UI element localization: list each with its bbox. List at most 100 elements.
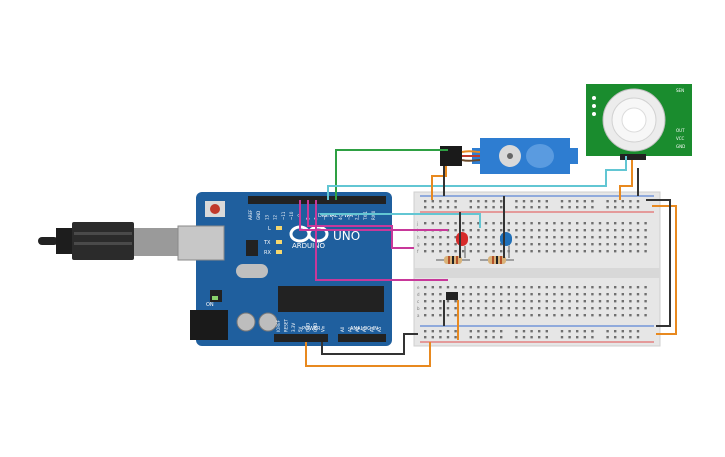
breadboard-hole	[439, 236, 442, 239]
breadboard-hole	[484, 314, 488, 317]
rail-hole	[515, 336, 518, 339]
rail-hole	[522, 336, 526, 339]
rail-hole	[614, 206, 617, 209]
dc-power-jack	[190, 310, 228, 340]
breadboard-hole	[431, 250, 434, 253]
reset-button[interactable]	[210, 204, 220, 214]
breadboard-hole	[560, 229, 564, 232]
breadboard-hole	[462, 314, 465, 317]
breadboard-hole	[530, 314, 533, 317]
breadboard-hole	[629, 300, 632, 303]
breadboard-hole	[500, 229, 503, 232]
wire-orange-servo-power[interactable]	[431, 166, 447, 200]
pir-sensor[interactable]: SEN OUT VCC GND	[586, 84, 692, 160]
rail-hole	[614, 336, 617, 339]
wire-magenta-red-led[interactable]	[299, 200, 448, 231]
breadboard-hole	[469, 229, 472, 232]
wire-black-gnd[interactable]	[321, 333, 418, 355]
rail-hole	[576, 200, 579, 203]
breadboard-hole	[576, 250, 579, 253]
breadboard-hole	[492, 286, 495, 289]
breadboard-hole	[530, 236, 533, 239]
board-leds: L TX RX ON	[206, 226, 282, 308]
wire-cyan-led[interactable]	[320, 213, 481, 228]
resistor-1[interactable]	[436, 256, 470, 264]
wire-green-servo-signal[interactable]	[335, 149, 448, 200]
pushbutton[interactable]	[446, 292, 458, 300]
capacitor-1	[236, 312, 256, 332]
wire-orange-pir-vcc[interactable]	[619, 160, 633, 200]
wire-orange-rail[interactable]	[652, 205, 677, 335]
breadboard-hole	[424, 300, 427, 303]
breadboard-hole	[530, 307, 533, 310]
breadboard-hole	[606, 300, 609, 303]
breadboard-hole	[621, 293, 624, 296]
breadboard-hole	[454, 243, 457, 246]
breadboard-hole	[522, 250, 526, 253]
breadboard-hole	[606, 307, 609, 310]
rail-hole	[500, 200, 503, 203]
rail-hole	[583, 200, 586, 203]
breadboard-hole	[507, 286, 510, 289]
breadboard-hole	[553, 293, 556, 296]
breadboard-hole	[598, 286, 602, 289]
pin-label: Vin	[320, 325, 325, 332]
rail-hole	[484, 336, 488, 339]
breadboard-hole	[492, 293, 495, 296]
breadboard-hole	[576, 293, 579, 296]
rail-hole	[522, 200, 526, 203]
breadboard-hole	[484, 236, 488, 239]
breadboard-hole	[469, 307, 472, 310]
resistor-2[interactable]	[480, 256, 514, 264]
breadboard-hole	[439, 293, 442, 296]
breadboard-hole	[446, 250, 450, 253]
rail-hole	[424, 206, 427, 209]
breadboard-hole	[484, 307, 488, 310]
wire-magenta-button[interactable]	[315, 200, 448, 281]
rail-hole	[614, 330, 617, 333]
power-label: POWER	[302, 326, 321, 332]
breadboard-hole	[545, 300, 548, 303]
breadboard-hole	[538, 293, 541, 296]
rail-hole	[591, 206, 594, 209]
breadboard-hole	[446, 300, 450, 303]
breadboard-hole	[576, 314, 579, 317]
breadboard-hole	[507, 300, 510, 303]
rail-hole	[522, 330, 526, 333]
wire-cyan-pir-out[interactable]	[327, 156, 627, 200]
breadboard-hole	[424, 286, 427, 289]
breadboard-hole	[484, 229, 488, 232]
pin-label: AREF	[248, 209, 253, 220]
breadboard-hole	[614, 236, 617, 239]
breadboard-hole	[614, 229, 617, 232]
breadboard-hole	[583, 222, 586, 225]
breadboard-hole	[538, 286, 541, 289]
center-channel	[414, 268, 660, 278]
pin-label: ~6	[322, 214, 327, 220]
breadboard-hole	[538, 236, 541, 239]
arduino-uno-board[interactable]: ARDUINO UNO DIGITAL (PWM~) POWER ANALOG …	[177, 192, 392, 346]
rail-hole	[621, 200, 624, 203]
rail-hole	[454, 206, 457, 209]
servo-motor[interactable]	[440, 138, 578, 174]
rail-hole	[576, 330, 579, 333]
pin-label: RX 0	[371, 210, 376, 220]
wire-orange-5v[interactable]	[305, 342, 431, 367]
breadboard-hole	[492, 236, 495, 239]
rail-hole	[629, 336, 632, 339]
breadboard-hole	[446, 286, 450, 289]
breadboard-hole	[522, 293, 526, 296]
breadboard-hole	[614, 243, 617, 246]
rail-hole	[591, 200, 594, 203]
breadboard-hole	[614, 293, 617, 296]
breadboard-hole	[568, 314, 571, 317]
wire-black-rail[interactable]	[646, 199, 671, 327]
wire-magenta-2[interactable]	[307, 200, 414, 249]
power-header	[274, 334, 328, 342]
rail-hole	[614, 200, 617, 203]
breadboard-hole	[629, 229, 632, 232]
breadboard-hole	[560, 243, 564, 246]
breadboard-hole	[477, 229, 480, 232]
breadboard-hole	[522, 307, 526, 310]
